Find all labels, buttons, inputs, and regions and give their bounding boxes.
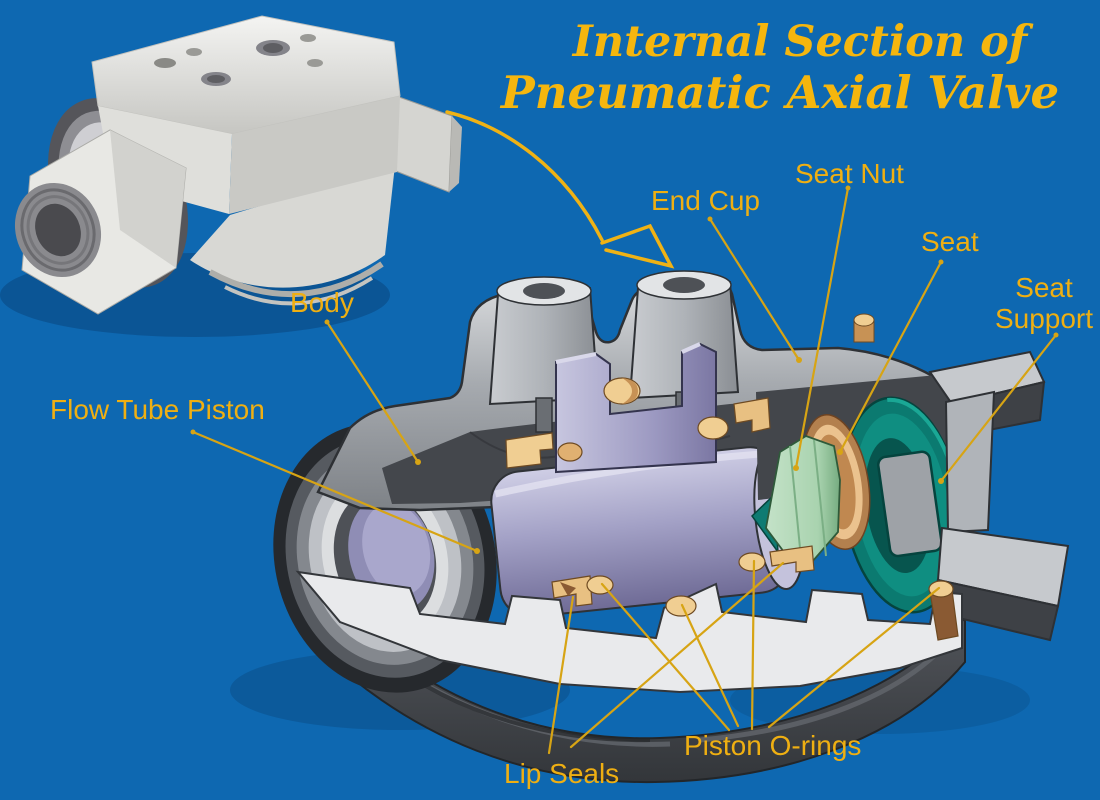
o-ring-leader-line-2: [680, 603, 740, 728]
o-ring-leader-line-1: [600, 582, 731, 732]
photo-to-diagram-arrow: [445, 110, 675, 269]
seat-support-leader-line: [939, 333, 1058, 483]
valve-cutaway-illustration: [230, 270, 1070, 784]
label-flow-tube-piston: Flow Tube Piston: [50, 394, 265, 425]
poster-title-line-1: Internal Section of: [571, 17, 1034, 67]
part-labels: Body Flow Tube Piston End Cup Seat Nut S…: [50, 158, 1093, 789]
seat-nut-part: [751, 435, 841, 564]
o-ring-leader-line-3: [750, 559, 756, 731]
leader-lines: [191, 186, 1058, 755]
o-ring-leader-line-4: [767, 586, 941, 729]
valve-photo: [0, 15, 462, 337]
seat-leader-line: [838, 260, 943, 454]
label-seat-support-line2: Support: [995, 303, 1093, 334]
lower-lip-seals-and-o-rings: [551, 545, 959, 641]
lip-seal-leader-line-right: [569, 561, 785, 749]
label-body: Body: [290, 287, 354, 318]
mounting-holes: [154, 34, 323, 86]
seat-nut-leader-line: [794, 186, 850, 470]
label-piston-o-rings: Piston O-rings: [684, 730, 861, 761]
lip-seal-leader-line-left: [547, 595, 575, 755]
label-lip-seals: Lip Seals: [504, 758, 619, 789]
body-leader-line: [325, 320, 420, 464]
section-cut-faces: [295, 570, 963, 694]
label-seat: Seat: [921, 226, 979, 257]
flow-tube-piston-leader-line: [191, 430, 479, 553]
top-o-ring-peg: [853, 313, 875, 343]
upper-lip-seals-and-o-rings: [505, 377, 771, 469]
leader-dots: [190, 185, 1059, 554]
outer-shell-bottom: [319, 589, 966, 784]
label-seat-nut: Seat Nut: [795, 158, 904, 189]
label-seat-support-line1: Seat: [1015, 272, 1073, 303]
label-end-cup: End Cup: [651, 185, 760, 216]
poster-title-line-2: Pneumatic Axial Valve: [499, 66, 1059, 119]
right-end-bracket: [928, 350, 1070, 642]
end-cup-leader-line: [708, 217, 801, 362]
